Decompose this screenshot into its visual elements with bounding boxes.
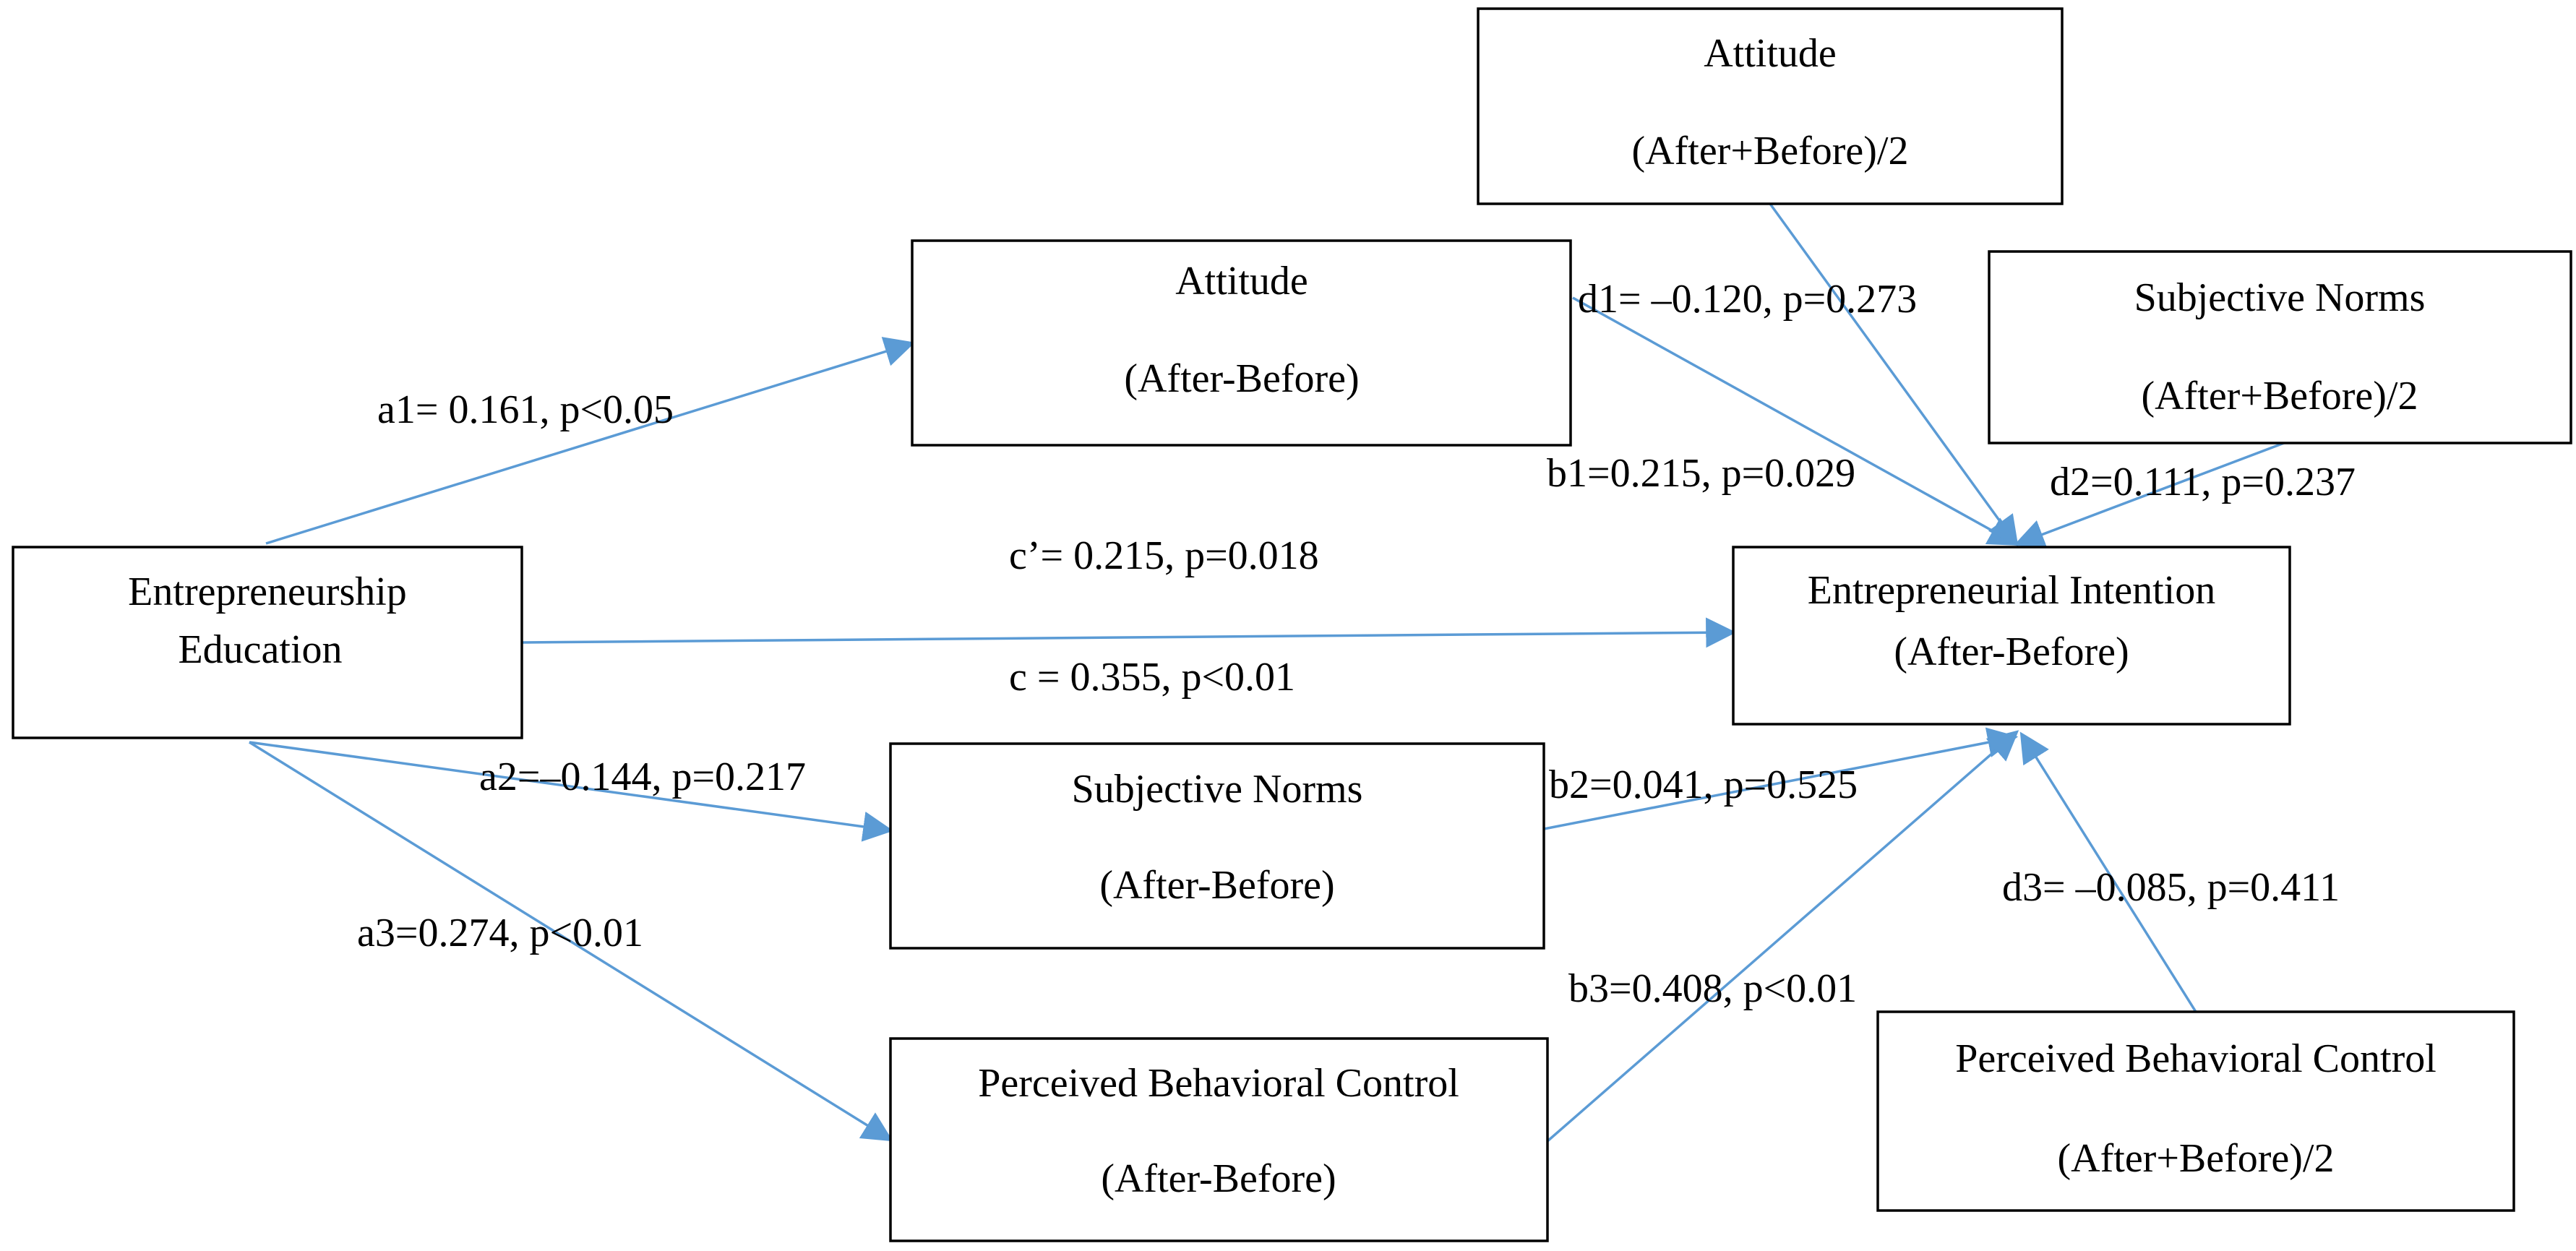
edge-a2-label: a2=–0.144, p=0.217	[479, 755, 806, 799]
node-pbc-avg-line2: (After+Before)/2	[2058, 1136, 2335, 1181]
edge-a1-arrow	[265, 337, 916, 545]
edge-c-label: c = 0.355, p<0.01	[1009, 655, 1295, 700]
edge-d2-label: d2=0.111, p=0.237	[2050, 460, 2356, 504]
node-pbc-diff-line2: (After-Before)	[1101, 1156, 1336, 1201]
edge-a3-arrow	[249, 741, 893, 1142]
edge-a2-arrow	[249, 741, 894, 842]
node-attitude-avg: Attitude (After+Before)/2	[1477, 7, 2064, 205]
edge-b2-label: b2=0.041, p=0.525	[1549, 762, 1858, 807]
node-sn-avg-line1: Subjective Norms	[2134, 275, 2426, 320]
edge-d3-arrow	[2019, 731, 2197, 1013]
node-subjective-norms-avg: Subjective Norms (After+Before)/2	[1988, 250, 2572, 444]
node-ee-line2: Education	[178, 627, 342, 672]
edge-b1-arrow	[1572, 296, 2019, 546]
edges	[249, 202, 2285, 1143]
node-entrepreneurship-education: Entrepreneurship Education	[12, 546, 523, 739]
edge-b3-label: b3=0.408, p<0.01	[1568, 966, 1857, 1011]
node-sn-avg-line2: (After+Before)/2	[2142, 374, 2418, 418]
edge-d1-arrow	[1769, 202, 2019, 547]
node-pbc-avg: Perceived Behavioral Control (After+Befo…	[1876, 1010, 2515, 1212]
node-attitude-diff: Attitude (After-Before)	[911, 239, 1572, 447]
edge-labels: a1= 0.161, p<0.05 a2=–0.144, p=0.217 a3=…	[357, 277, 2356, 1011]
edge-c-arrow	[521, 617, 1737, 648]
edge-b2-arrow	[1543, 727, 2019, 830]
edge-c-prime-label: c’= 0.215, p=0.018	[1009, 533, 1319, 578]
node-subjective-norms-diff: Subjective Norms (After-Before)	[889, 742, 1545, 950]
node-att-avg-line2: (After+Before)/2	[1632, 129, 1909, 173]
node-pbc-avg-line1: Perceived Behavioral Control	[1955, 1036, 2437, 1081]
edge-b3-arrow	[1546, 730, 2019, 1143]
node-att-avg-line1: Attitude	[1704, 31, 1837, 76]
edge-d2-arrow	[2014, 442, 2285, 549]
node-pbc-diff: Perceived Behavioral Control (After-Befo…	[889, 1037, 1549, 1242]
edge-d3-label: d3= –0.085, p=0.411	[2002, 865, 2340, 910]
node-ei-line1: Entrepreneurial Intention	[1808, 568, 2215, 613]
edge-b1-label: b1=0.215, p=0.029	[1547, 451, 1855, 496]
edge-a3-label: a3=0.274, p<0.01	[357, 911, 643, 955]
edge-a1-label: a1= 0.161, p<0.05	[377, 387, 674, 432]
node-entrepreneurial-intention: Entrepreneurial Intention (After-Before)	[1732, 546, 2291, 726]
node-sn-diff-line1: Subjective Norms	[1072, 767, 1363, 812]
node-sn-diff-line2: (After-Before)	[1099, 863, 1334, 908]
node-ee-line1: Entrepreneurship	[128, 569, 407, 614]
edge-d1-label: d1= –0.120, p=0.273	[1578, 277, 1917, 322]
node-att-diff-line1: Attitude	[1175, 259, 1308, 304]
node-pbc-diff-line1: Perceived Behavioral Control	[978, 1061, 1459, 1106]
node-att-diff-line2: (After-Before)	[1124, 356, 1359, 401]
node-ei-line2: (After-Before)	[1894, 629, 2129, 674]
